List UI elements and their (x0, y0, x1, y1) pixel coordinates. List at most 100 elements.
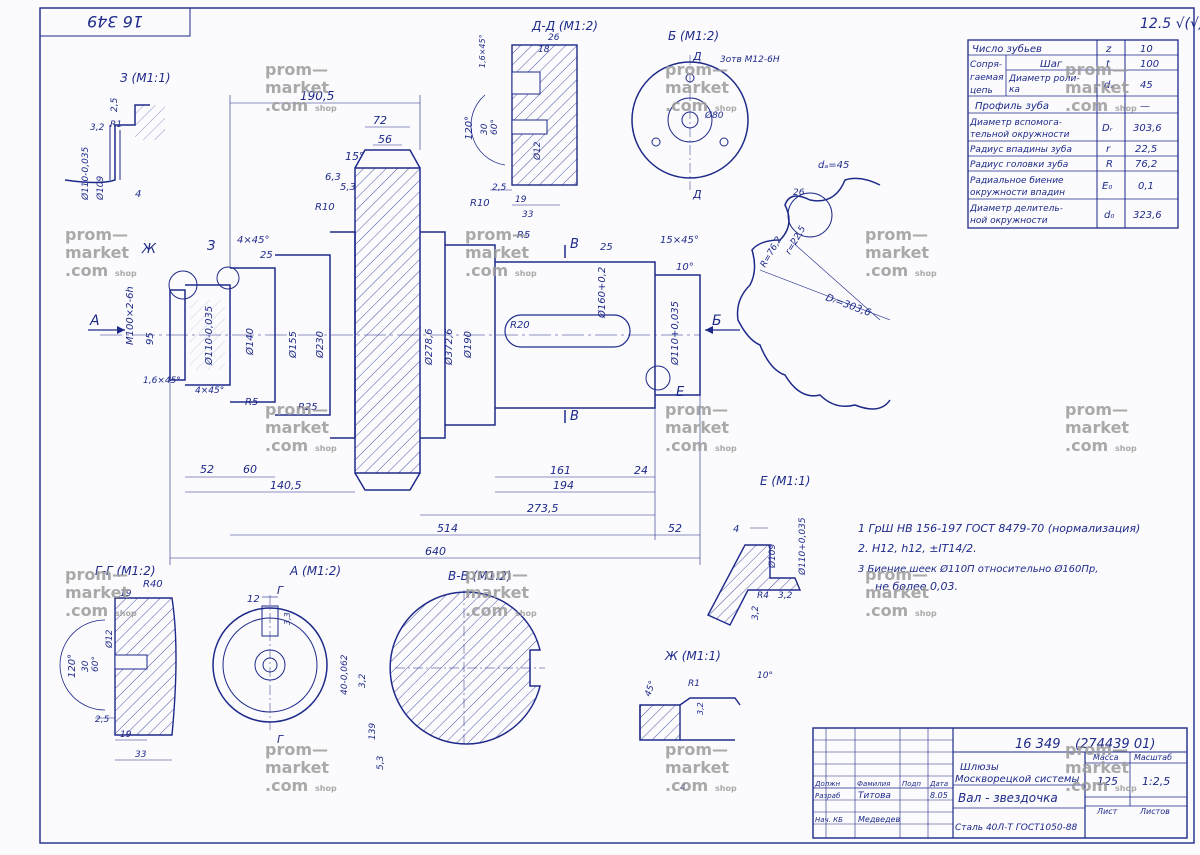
view-b-mark-bottom: Д (692, 188, 702, 201)
watermark-small: shop (115, 269, 137, 278)
view-z-title: З (М1:1) (120, 71, 171, 85)
table-r1-val: 10 (1140, 44, 1153, 55)
table-r5-a: Диаметр вспомога- (969, 118, 1062, 128)
dia-230: Ø230 (314, 331, 326, 359)
title-h-surname: Фамилия (857, 780, 890, 788)
view-b-holes: 3отв М12-6Н (720, 55, 780, 65)
view-d-26: 26 (548, 33, 560, 43)
dim-140-5: 140,5 (270, 479, 302, 492)
watermark-small: shop (1115, 784, 1137, 793)
rough-2-5-right: 25 (600, 242, 613, 253)
chamfer-15x45: 15×45° (660, 235, 699, 246)
watermark-line3: .com (665, 776, 708, 795)
title-mass-value: 125 (1097, 775, 1118, 788)
watermark-small: shop (915, 609, 937, 618)
watermark-line1: prom— (665, 740, 728, 759)
title-r-check-name: Медведев (858, 815, 900, 824)
watermark-line3: .com (1065, 776, 1108, 795)
title-scale-value: 1:2,5 (1142, 775, 1170, 788)
watermark-line3: .com (265, 436, 308, 455)
view-v: В-В (М1:2) 40-0,062 3,2 139 5,3 (340, 569, 545, 770)
view-a-title: А (М1:2) (289, 564, 341, 578)
watermark-line2: market (1065, 418, 1129, 437)
watermark-line1: prom— (865, 565, 928, 584)
watermark-small: shop (715, 444, 737, 453)
watermark-small: shop (715, 784, 737, 793)
view-v-title: В-В (М1:2) (448, 569, 512, 583)
detail-mark-zh: Ж (141, 242, 157, 257)
view-d-18: 18 (538, 45, 550, 55)
view-zh-45deg: 45° (643, 680, 658, 698)
table-r3-val: 45 (1140, 80, 1153, 91)
watermark-line2: market (865, 243, 929, 262)
table-r3-sym: dₐ (1104, 80, 1114, 91)
view-g-19b: 19 (120, 730, 132, 740)
watermark-small: shop (1115, 104, 1137, 113)
view-zh-10deg: 10° (757, 671, 773, 681)
view-v-3-2: 3,2 (358, 673, 368, 688)
title-h-date: Дата (929, 780, 948, 788)
dia-160: Ø160+0,2 (596, 267, 608, 319)
table-r6-label: Радиус впадины зуба (970, 145, 1072, 155)
dim-52-right: 52 (668, 522, 682, 535)
watermark-line2: market (265, 78, 329, 97)
watermark-line3: .com (1065, 96, 1108, 115)
watermark-line2: market (265, 418, 329, 437)
watermark-line3: .com (665, 96, 708, 115)
table-r9-sym: d₀ (1104, 210, 1114, 221)
watermark-line1: prom— (665, 400, 728, 419)
table-r2-c: цепь (970, 86, 993, 96)
chamfer-4x45: 4×45° (237, 235, 269, 246)
view-d-1-6x45: 1,6×45° (478, 34, 487, 68)
title-block: 16 349 (274439 01) Шлюзы Москворецкой си… (812, 727, 1188, 839)
watermark-line2: market (65, 583, 129, 602)
gear-dr: Dᵣ=303,6 (824, 292, 872, 319)
view-g-19: 19 (120, 589, 132, 599)
radius-5-right: R5 (517, 230, 530, 241)
title-col-mass: Масса (1093, 753, 1119, 762)
table-r9-b: ной окружности (970, 216, 1048, 226)
title-org-2: Москворецкой системы (955, 774, 1079, 785)
view-zh-4: 4 (680, 783, 686, 793)
view-a: А (М1:2) 12 3,3 Г Г (212, 564, 341, 746)
table-r2-b: гаемая (970, 73, 1004, 83)
view-zh-3-2: 3,2 (696, 702, 705, 715)
table-r5-b: тельной окружности (970, 130, 1070, 140)
chamfer-1-6x45: 1,6×45° (143, 376, 181, 386)
view-g: Г-Г (М1:2) R40 19 120° 30 60° Ø12 2,5 19… (59, 564, 177, 761)
watermark-line3: .com (465, 261, 508, 280)
watermark-line2: market (665, 78, 729, 97)
view-a-3-3: 3,3 (283, 612, 292, 625)
title-h-change: Должн (814, 780, 841, 788)
watermark-line2: market (665, 418, 729, 437)
view-z-d110: Ø110-0,035 (80, 146, 91, 201)
watermark-small: shop (515, 609, 537, 618)
watermarks: prom— market .com shop prom— market .com… (65, 60, 1137, 795)
note-3: 3 Биение шеек Ø110П относительно Ø160Пр, (858, 563, 1098, 575)
table-r8-sym: E₀ (1102, 181, 1112, 192)
view-g-120deg: 120° (67, 654, 78, 678)
watermark-line2: market (465, 583, 529, 602)
view-e-3-2: 3,2 (778, 591, 793, 601)
watermark-small: shop (315, 444, 337, 453)
table-r9-a: Диаметр делитель- (969, 204, 1063, 214)
watermark-line1: prom— (65, 565, 128, 584)
table-r5-val: 303,6 (1133, 123, 1162, 134)
radius-10-left: R10 (315, 202, 335, 213)
angle-10: 10° (676, 262, 694, 273)
title-material: Сталь 40Л-Т ГОСТ1050-88 (955, 823, 1078, 833)
view-b: Б (М1:2) 3отв М12-6Н Ø80 Д Д (631, 29, 780, 201)
dim-60: 60 (243, 463, 257, 476)
note-2: 2. H12, h12, ±IT14/2. (858, 542, 977, 555)
view-zh-title: Ж (М1:1) (664, 649, 721, 663)
table-r8-a: Радиальное биение (970, 176, 1064, 186)
watermark-line3: .com (665, 436, 708, 455)
dia-110: Ø110-0,035 (203, 306, 215, 366)
watermark-line2: market (1065, 758, 1129, 777)
table-r7-label: Радиус головки зуба (970, 160, 1068, 170)
rough-2-5-left: 25 (260, 250, 273, 261)
watermark-line2: market (665, 758, 729, 777)
title-part-name: Вал - звездочка (958, 791, 1058, 805)
watermark-small: shop (515, 269, 537, 278)
